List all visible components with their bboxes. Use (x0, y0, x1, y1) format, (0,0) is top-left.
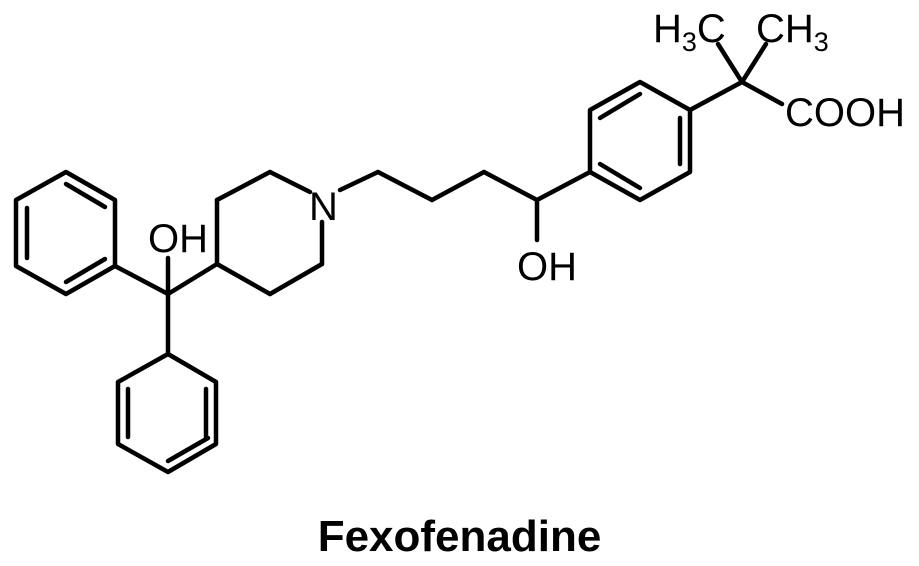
nitrogen-label: N (309, 185, 338, 229)
carbinol-hydroxyl-label: OH (148, 217, 208, 261)
carbinol-bonds (112, 255, 220, 357)
carboxyl-label: COOH (785, 91, 905, 135)
chain-hydroxyl-label: OH (517, 245, 577, 289)
phenyl-ring-left (13, 169, 118, 297)
butyl-chain (337, 169, 593, 243)
benzene-ring-right (587, 79, 693, 203)
compound-name-caption: Fexofenadine (317, 512, 602, 561)
methyl-left-label: H3C (653, 7, 726, 57)
dimethyl-carboxyl-bonds (687, 41, 785, 113)
methyl-right-label: CH3 (756, 7, 829, 57)
piperidine-ring (214, 169, 325, 297)
phenyl-ring-bottom (115, 351, 219, 475)
